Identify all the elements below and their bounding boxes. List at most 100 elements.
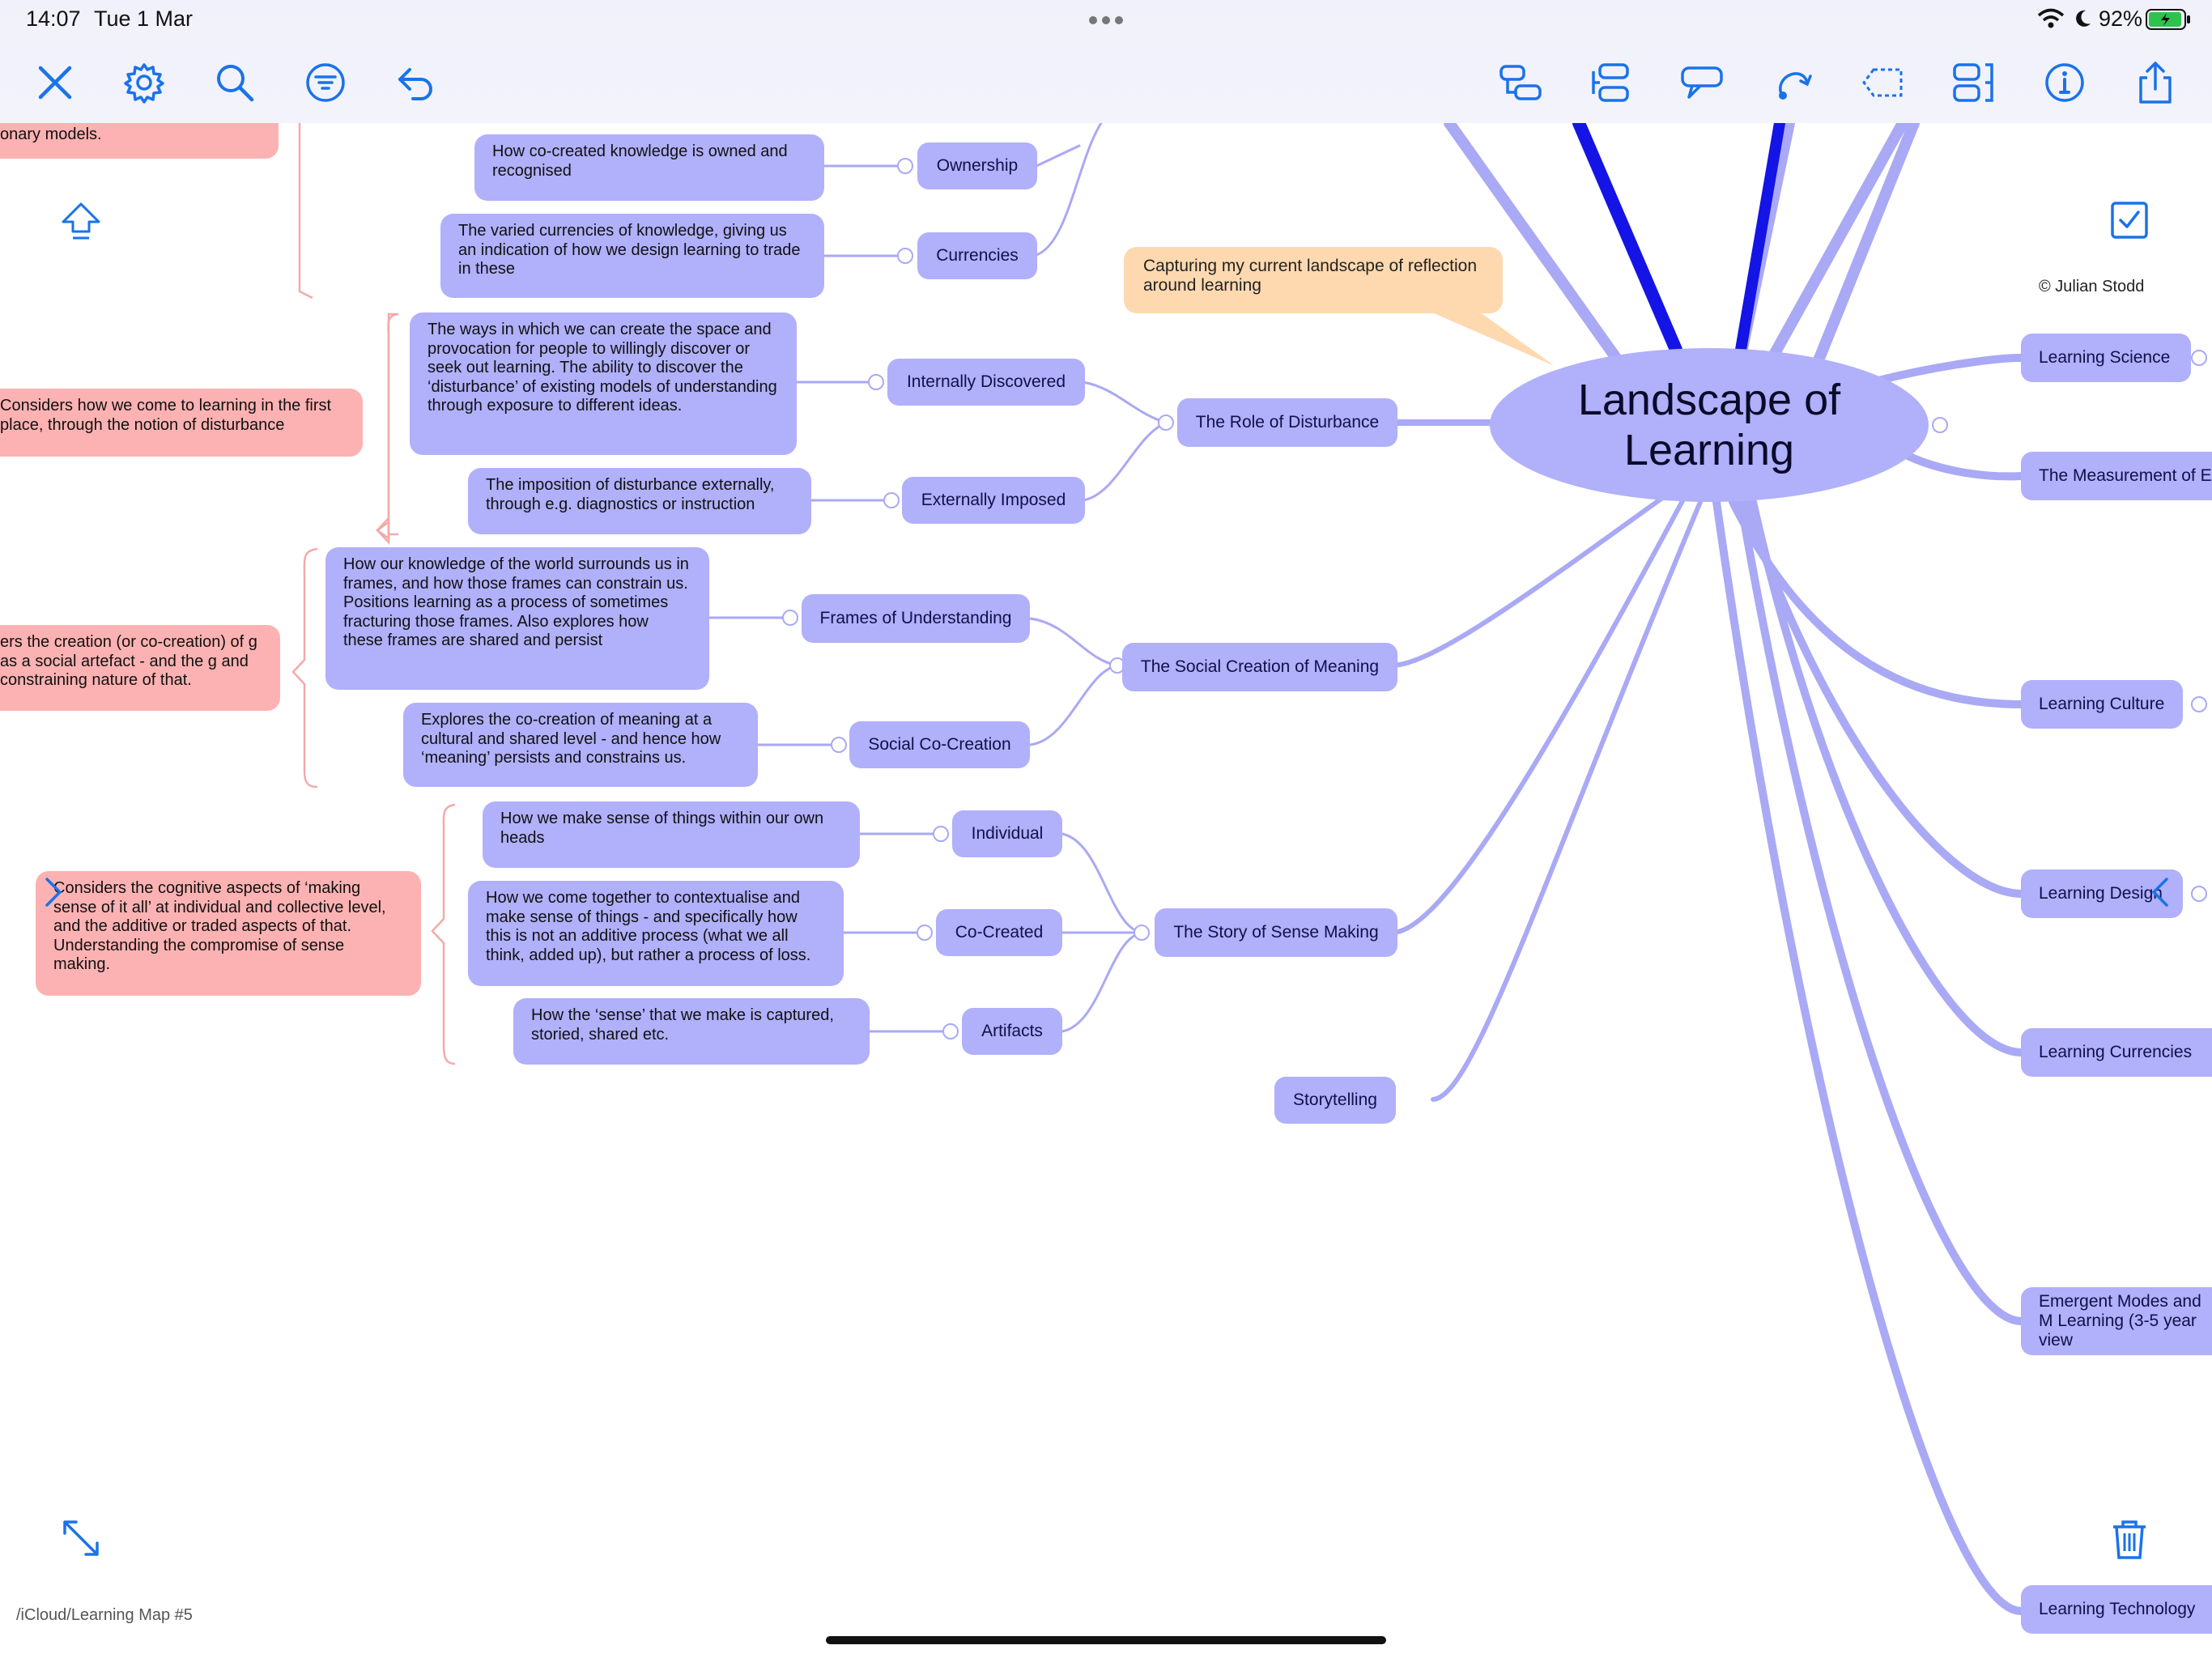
pink-note-sense-making[interactable]: Considers the cognitive aspects of ‘maki…	[36, 871, 421, 996]
note-text: How we come together to contextualise an…	[486, 889, 811, 964]
note-text: The varied currencies of knowledge, givi…	[458, 222, 801, 278]
pink-note-social[interactable]: ers the creation (or co-creation) of g a…	[0, 625, 280, 711]
note-text: The imposition of disturbance externally…	[486, 476, 775, 513]
toolbar: 14:07 Tue 1 Mar 92%	[0, 0, 2212, 123]
node-label: Emergent Modes and M Learning (3-5 year …	[2039, 1292, 2201, 1350]
node-learning-science[interactable]: Learning Science	[2021, 334, 2191, 382]
node-measurement[interactable]: The Measurement of E	[2021, 452, 2212, 500]
chevron-left-icon[interactable]	[2149, 876, 2173, 908]
node-internally-discovered[interactable]: Internally Discovered	[887, 359, 1085, 406]
node-label: Co-Created	[955, 923, 1044, 942]
home-indicator[interactable]	[826, 1636, 1386, 1644]
add-sibling-button[interactable]	[1585, 57, 1637, 108]
note-social-co-creation[interactable]: Explores the co-creation of meaning at a…	[403, 703, 758, 787]
relation-icon	[1779, 72, 1812, 100]
node-storytelling[interactable]: Storytelling	[1274, 1077, 1396, 1124]
node-label: The Story of Sense Making	[1173, 923, 1379, 942]
node-externally-imposed[interactable]: Externally Imposed	[902, 477, 1085, 524]
document-path: /iCloud/Learning Map #5	[16, 1606, 193, 1624]
collapse-up-icon	[62, 202, 100, 240]
node-label: Ownership	[936, 156, 1019, 175]
note-text: How co-created knowledge is owned and re…	[492, 142, 788, 180]
node-label: The Measurement of E	[2039, 466, 2212, 485]
central-topic-line1: Landscape of	[1577, 376, 1841, 424]
status-time: 14:07	[26, 6, 81, 31]
info-button[interactable]	[2039, 57, 2091, 108]
callout-icon	[1681, 66, 1723, 99]
node-label: Learning Currencies	[2039, 1043, 2193, 1061]
node-learning-currencies[interactable]: Learning Currencies	[2021, 1028, 2212, 1077]
note-frames-of-understanding[interactable]: How our knowledge of the world surrounds…	[325, 547, 709, 690]
node-label: Individual	[971, 824, 1044, 843]
share-button[interactable]	[2129, 57, 2181, 108]
node-currencies[interactable]: Currencies	[917, 232, 1037, 279]
expand-button[interactable]	[55, 1512, 107, 1564]
note-ownership[interactable]: How co-created knowledge is owned and re…	[474, 134, 824, 201]
node-emergent-modes[interactable]: Emergent Modes and M Learning (3-5 year …	[2021, 1287, 2212, 1355]
node-label: Learning Design	[2039, 884, 2163, 903]
callout-text: Capturing my current landscape of reflec…	[1143, 257, 1478, 295]
chevron-right-icon[interactable]	[40, 876, 65, 908]
node-label: Externally Imposed	[921, 491, 1066, 509]
settings-button[interactable]	[118, 57, 170, 108]
node-label: Storytelling	[1293, 1090, 1377, 1109]
note-currencies[interactable]: The varied currencies of knowledge, givi…	[440, 214, 824, 298]
note-artifacts[interactable]: How the ‘sense’ that we make is captured…	[513, 998, 870, 1065]
central-topic-line2: Learning	[1623, 426, 1795, 474]
undo-button[interactable]	[390, 57, 442, 108]
add-child-icon	[1499, 65, 1542, 100]
note-individual[interactable]: How we make sense of things within our o…	[483, 801, 860, 868]
trash-button[interactable]	[2104, 1512, 2155, 1564]
gear-icon	[124, 63, 164, 104]
search-button[interactable]	[209, 57, 261, 108]
node-artifacts[interactable]: Artifacts	[962, 1008, 1062, 1055]
node-ownership[interactable]: Ownership	[917, 142, 1037, 189]
close-icon	[38, 66, 72, 100]
outline-icon	[1953, 63, 1993, 102]
node-learning-culture[interactable]: Learning Culture	[2021, 680, 2183, 729]
note-externally-imposed[interactable]: The imposition of disturbance externally…	[468, 468, 811, 534]
multitasking-dots-icon[interactable]	[1088, 15, 1124, 24]
note-co-created[interactable]: How we come together to contextualise an…	[468, 881, 844, 986]
battery-icon	[2146, 8, 2193, 31]
node-label: The Role of Disturbance	[1195, 413, 1380, 432]
filter-button[interactable]	[300, 57, 351, 108]
node-story-of-sense-making[interactable]: The Story of Sense Making	[1155, 908, 1397, 957]
search-icon	[217, 65, 254, 102]
checkbox-button[interactable]	[2104, 194, 2155, 246]
node-co-created[interactable]: Co-Created	[936, 909, 1062, 956]
boundary-button[interactable]	[1857, 57, 1909, 108]
node-learning-technology[interactable]: Learning Technology	[2021, 1585, 2212, 1634]
outline-button[interactable]	[1948, 57, 2000, 108]
pink-note-text: ers the creation (or co-creation) of g a…	[0, 633, 257, 689]
status-date: Tue 1 Mar	[94, 6, 194, 31]
note-text: The ways in which we can create the spac…	[428, 321, 777, 414]
node-social-co-creation[interactable]: Social Co-Creation	[849, 721, 1030, 768]
node-social-creation-of-meaning[interactable]: The Social Creation of Meaning	[1122, 643, 1397, 691]
collapse-up-button[interactable]	[55, 196, 107, 248]
close-button[interactable]	[29, 57, 81, 108]
note-internally-discovered[interactable]: The ways in which we can create the spac…	[410, 312, 797, 455]
pink-note-text: Considers the cognitive aspects of ‘maki…	[53, 879, 386, 973]
relation-button[interactable]	[1767, 57, 1819, 108]
node-label: Learning Science	[2039, 348, 2171, 367]
node-individual[interactable]: Individual	[952, 810, 1062, 857]
pink-note-disturbance[interactable]: Considers how we come to learning in the…	[0, 389, 363, 457]
callout-note[interactable]: Capturing my current landscape of reflec…	[1124, 247, 1503, 313]
node-label: Internally Discovered	[906, 372, 1066, 391]
node-label: Currencies	[936, 246, 1019, 265]
add-sibling-icon	[1592, 63, 1629, 102]
battery-percent: 92%	[2099, 6, 2143, 31]
note-text: How our knowledge of the world surrounds…	[343, 555, 689, 649]
central-topic[interactable]: Landscape of Learning	[1490, 348, 1929, 502]
node-role-of-disturbance[interactable]: The Role of Disturbance	[1177, 398, 1397, 447]
node-frames-of-understanding[interactable]: Frames of Understanding	[802, 594, 1030, 643]
note-text: How we make sense of things within our o…	[500, 810, 824, 847]
share-icon	[2139, 62, 2172, 104]
info-icon	[2045, 63, 2084, 102]
node-label: Learning Technology	[2039, 1600, 2196, 1618]
checkbox-icon	[2111, 202, 2148, 239]
add-child-button[interactable]	[1495, 57, 1546, 108]
callout-button[interactable]	[1676, 57, 1728, 108]
